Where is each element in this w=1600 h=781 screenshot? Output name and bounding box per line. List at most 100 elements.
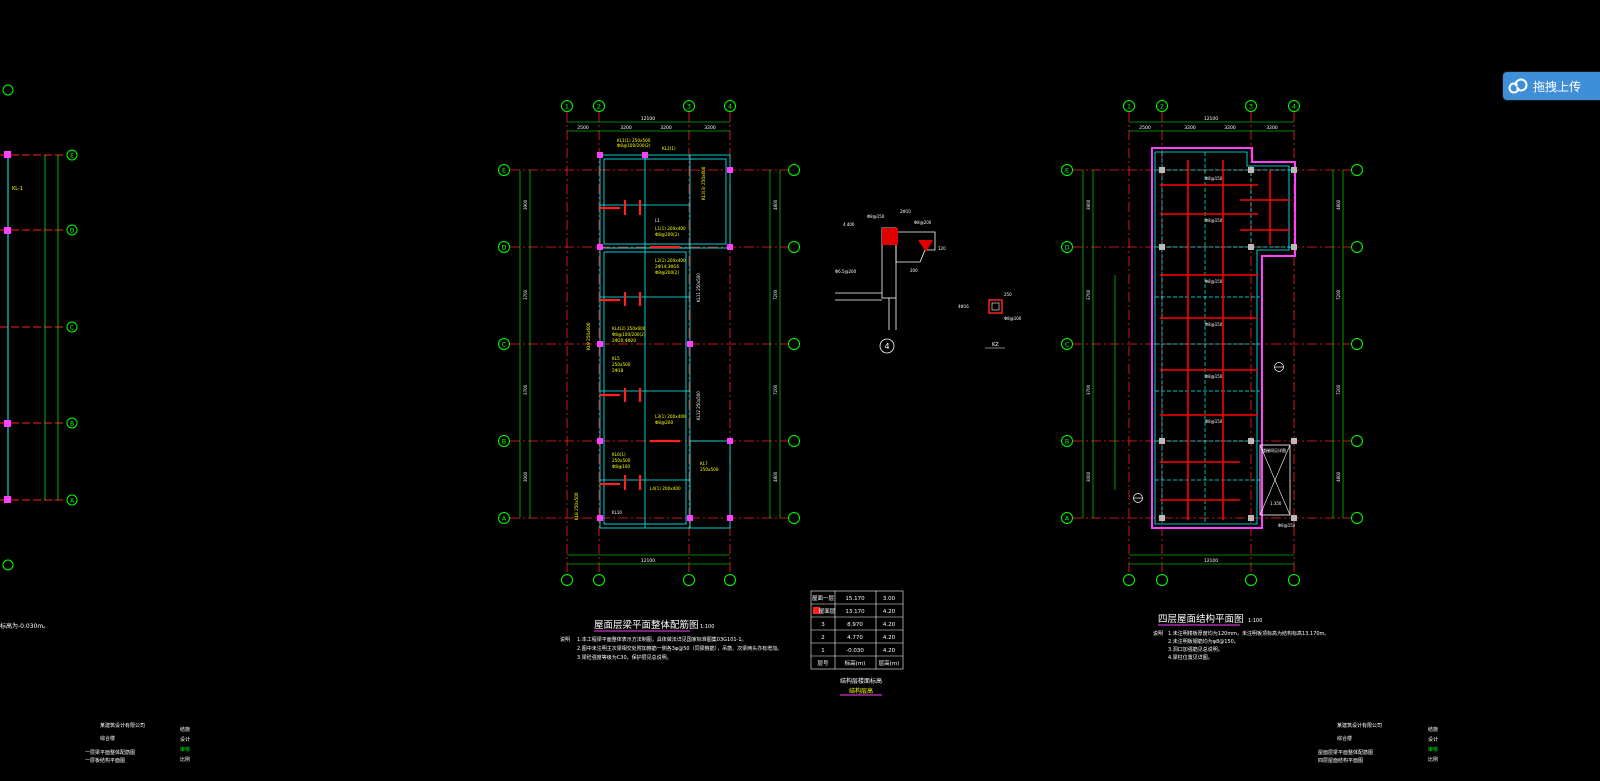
svg-text:250x500: 250x500 — [612, 458, 631, 463]
level-row4-name: 2 — [821, 635, 825, 641]
left-axis-c: C — [70, 325, 74, 332]
right-note-4: 4.梁柱位置见详图。 — [1168, 654, 1213, 661]
upload-label: 拖拽上传 — [1533, 79, 1582, 94]
middle-dim-1: 2500 — [577, 125, 589, 131]
right-tb-cell-1: 结施 — [1428, 726, 1438, 733]
svg-text:Φ8@100/200(2): Φ8@100/200(2) — [612, 332, 646, 337]
svg-text:Φ8@150: Φ8@150 — [867, 214, 885, 219]
column-label: KZ — [992, 342, 999, 348]
middle-axis-e: E — [502, 167, 506, 175]
right-note-2: 2.未注明板钢筋均为φ8@150。 — [1168, 638, 1239, 645]
svg-text:Φ8@150: Φ8@150 — [1205, 279, 1223, 284]
svg-text:4800: 4800 — [1336, 199, 1341, 210]
left-tb-cell-1: 结施 — [180, 726, 190, 733]
middle-dim-4: 3200 — [704, 125, 716, 131]
middle-axis-top-1: 1 — [565, 103, 569, 111]
svg-text:Φ8@100: Φ8@100 — [612, 464, 630, 469]
right-plan-title: 四层屋面结构平面图 — [1158, 613, 1244, 625]
level-header-elev: 标高(m) — [845, 659, 866, 667]
level-header-name: 层号 — [817, 660, 829, 667]
cloud-icon — [1503, 72, 1533, 100]
right-tb-item-1: 屋面层梁平面整体配筋图 — [1318, 749, 1373, 756]
svg-text:4.400: 4.400 — [843, 222, 855, 227]
middle-notes-label: 说明 — [560, 636, 570, 643]
svg-text:KL3(3) 250x600: KL3(3) 250x600 — [701, 166, 706, 200]
right-dim-total: 12100 — [1204, 116, 1218, 122]
middle-axis-b: B — [502, 438, 506, 446]
svg-text:KL8 250x500: KL8 250x500 — [574, 492, 579, 520]
middle-dim-3: 3200 — [660, 125, 672, 131]
svg-text:3700: 3700 — [523, 289, 528, 300]
right-side-axes: E D C B A — [1061, 164, 1073, 524]
right-axis-top-2: 2 — [1160, 103, 1164, 111]
middle-note-2: 2.图中未注明主次梁相交处附加箍筋一侧各3φ@50（同梁箍筋），吊筋、次梁两头亦… — [577, 645, 782, 652]
svg-text:4800: 4800 — [773, 471, 778, 482]
right-dim-2: 3200 — [1184, 125, 1196, 131]
level-row1-name: 屋面一层 — [812, 595, 835, 602]
level-row4-height: 4.20 — [883, 635, 896, 641]
svg-text:KL12 250x500: KL12 250x500 — [696, 391, 701, 420]
svg-text:Φ8@150: Φ8@150 — [1205, 322, 1223, 327]
svg-text:Φ8@100/200(2): Φ8@100/200(2) — [617, 143, 651, 148]
middle-axis-d: D — [501, 244, 506, 252]
right-notes-label: 说明 — [1153, 630, 1163, 637]
svg-text:KL1(1) 250x500: KL1(1) 250x500 — [617, 138, 651, 143]
svg-text:Φ8@200: Φ8@200 — [655, 420, 673, 425]
svg-text:3900: 3900 — [1086, 199, 1091, 210]
svg-text:KL4(2) 250x600: KL4(2) 250x600 — [612, 326, 646, 331]
right-tb-cell-2: 设计 — [1428, 736, 1438, 743]
svg-text:4800: 4800 — [773, 199, 778, 210]
svg-text:7200: 7200 — [773, 289, 778, 300]
level-row1-elev: 15.170 — [845, 596, 865, 602]
right-axis-c: C — [1065, 341, 1070, 349]
title-block-left: 某建筑设计有限公司 综合楼 一层梁平面整体配筋图 一层板结构平面图 结施 设计 … — [85, 722, 190, 764]
level-row2-elev: 13.170 — [845, 609, 865, 615]
level-row3-name: 3 — [821, 622, 825, 628]
right-axis-d: D — [1064, 244, 1069, 252]
section-detail: 4.400 Φ8@150 2Φ10 Φ8@200 Φ6.5@200 120 20… — [835, 209, 1022, 354]
level-row5-elev: -0.030 — [846, 648, 864, 654]
right-axis-e: E — [1065, 167, 1069, 175]
middle-dim-total: 12100 — [641, 116, 655, 122]
right-axis-top-4: 4 — [1292, 103, 1296, 111]
right-dim-4: 3200 — [1266, 125, 1278, 131]
svg-text:L2(1) 200x400: L2(1) 200x400 — [655, 258, 686, 263]
left-tb-cell-3: 审核 — [180, 746, 190, 753]
level-row1-height: 3.00 — [883, 596, 896, 602]
svg-text:4800: 4800 — [1336, 471, 1341, 482]
svg-text:Φ8@200(2): Φ8@200(2) — [655, 270, 679, 275]
middle-axis-top-3: 3 — [687, 103, 691, 111]
svg-text:200: 200 — [910, 268, 918, 273]
left-tb-project: 综合楼 — [100, 735, 115, 742]
svg-text:7200: 7200 — [1336, 289, 1341, 300]
right-tb-cell-3: 审核 — [1428, 746, 1438, 753]
middle-axis-top-4: 4 — [728, 103, 732, 111]
left-axis-b: B — [70, 421, 74, 428]
svg-text:2Φ10: 2Φ10 — [900, 209, 911, 214]
left-axis-d: D — [70, 228, 75, 235]
middle-note-3: 3.梁砼强度等级为C30，保护层见总说明。 — [577, 654, 672, 661]
level-row3-height: 4.20 — [883, 622, 896, 628]
svg-text:KL9 250x600: KL9 250x600 — [586, 322, 591, 350]
drag-upload-button[interactable]: 拖拽上传 — [1503, 72, 1600, 100]
left-tb-cell-2: 设计 — [180, 736, 190, 743]
left-partial-plan: KL-1 E D C B A 标高为-0.030m。 — [0, 84, 78, 630]
middle-top-axes: 1 2 3 4 — [561, 100, 736, 112]
svg-text:2Φ14;3Φ16: 2Φ14;3Φ16 — [655, 264, 679, 269]
level-table: 屋面一层 15.170 3.00 屋面层 13.170 4.20 3 8.970… — [810, 590, 904, 696]
level-row2-name: 屋面层 — [819, 608, 836, 615]
title-block-right: 某建筑设计有限公司 综合楼 屋面层梁平面整体配筋图 四层屋面结构平面图 结施 设… — [1318, 722, 1438, 764]
svg-text:3700: 3700 — [1086, 384, 1091, 395]
svg-text:Φ8@150: Φ8@150 — [1278, 523, 1296, 528]
right-dim-1: 2500 — [1139, 125, 1151, 131]
section-label: 4 — [884, 342, 889, 351]
svg-text:7200: 7200 — [1336, 384, 1341, 395]
svg-text:3900: 3900 — [523, 199, 528, 210]
svg-text:3000: 3000 — [1086, 471, 1091, 482]
right-top-axes: 1 2 3 4 — [1123, 100, 1300, 112]
svg-text:4Φ16: 4Φ16 — [958, 304, 969, 309]
svg-text:L1: L1 — [655, 218, 660, 223]
beam-plan-middle: 1 2 3 4 E D C B A — [498, 100, 800, 661]
left-tb-company: 某建筑设计有限公司 — [100, 722, 145, 729]
